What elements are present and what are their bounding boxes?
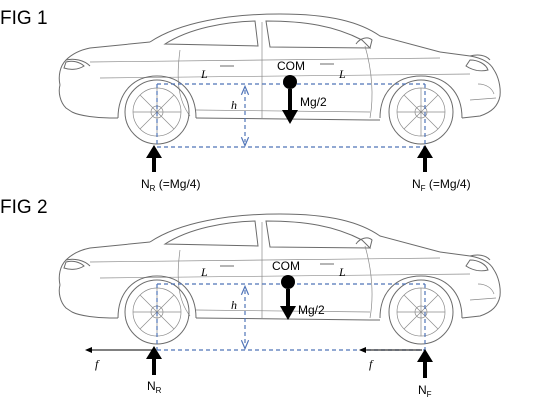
figure-2-car-illustration [58,213,501,345]
figure-2-rear-normal-label: NR [147,379,162,395]
figure-1-com-label: COM [277,59,305,73]
figure-2-length-left-label: L [200,265,208,279]
figure-2-rear-normal-arrow-head [146,346,162,359]
figure-2-length-right-label: L [338,265,346,279]
figure-2-height-label: h [231,298,237,312]
figure-1-rear-normal-label: NR (=Mg/4) [141,177,200,193]
figure-2-com-dot [281,275,295,289]
figure-2-front-normal-label: NF [418,383,432,399]
figure-2-front-normal-arrow-head [417,349,433,362]
figure-1-weight-arrow-head [282,110,298,124]
figure-1-com-dot [283,75,297,89]
figure-2-rear-friction-label: f [95,357,100,371]
figure-1-car-illustration [58,13,501,145]
figure-1-title: FIG 1 [0,8,48,29]
figure-1-weight-label: Mg/2 [300,95,327,109]
figure-1-height-label: h [231,98,237,112]
figure-1-rear-normal-arrow-head [146,145,162,158]
figure-1-length-left-label: L [200,67,208,81]
figure-1-front-normal-label: NF (=Mg/4) [412,177,471,193]
figure-2: FIG 2 L L h COM Mg/2 f f NR NF [0,197,501,399]
figure-1: FIG 1 L L h COM Mg/2 NR (=Mg/4) NF (=Mg/… [0,8,501,193]
figure-2-title: FIG 2 [0,197,48,218]
figure-2-weight-arrow-head [280,306,296,320]
figure-1-length-right-label: L [338,67,346,81]
figure-2-front-friction-label: f [369,357,374,371]
figure-1-front-normal-arrow-head [417,145,433,158]
figure-2-weight-label: Mg/2 [298,303,325,317]
figure-2-com-label: COM [272,259,300,273]
